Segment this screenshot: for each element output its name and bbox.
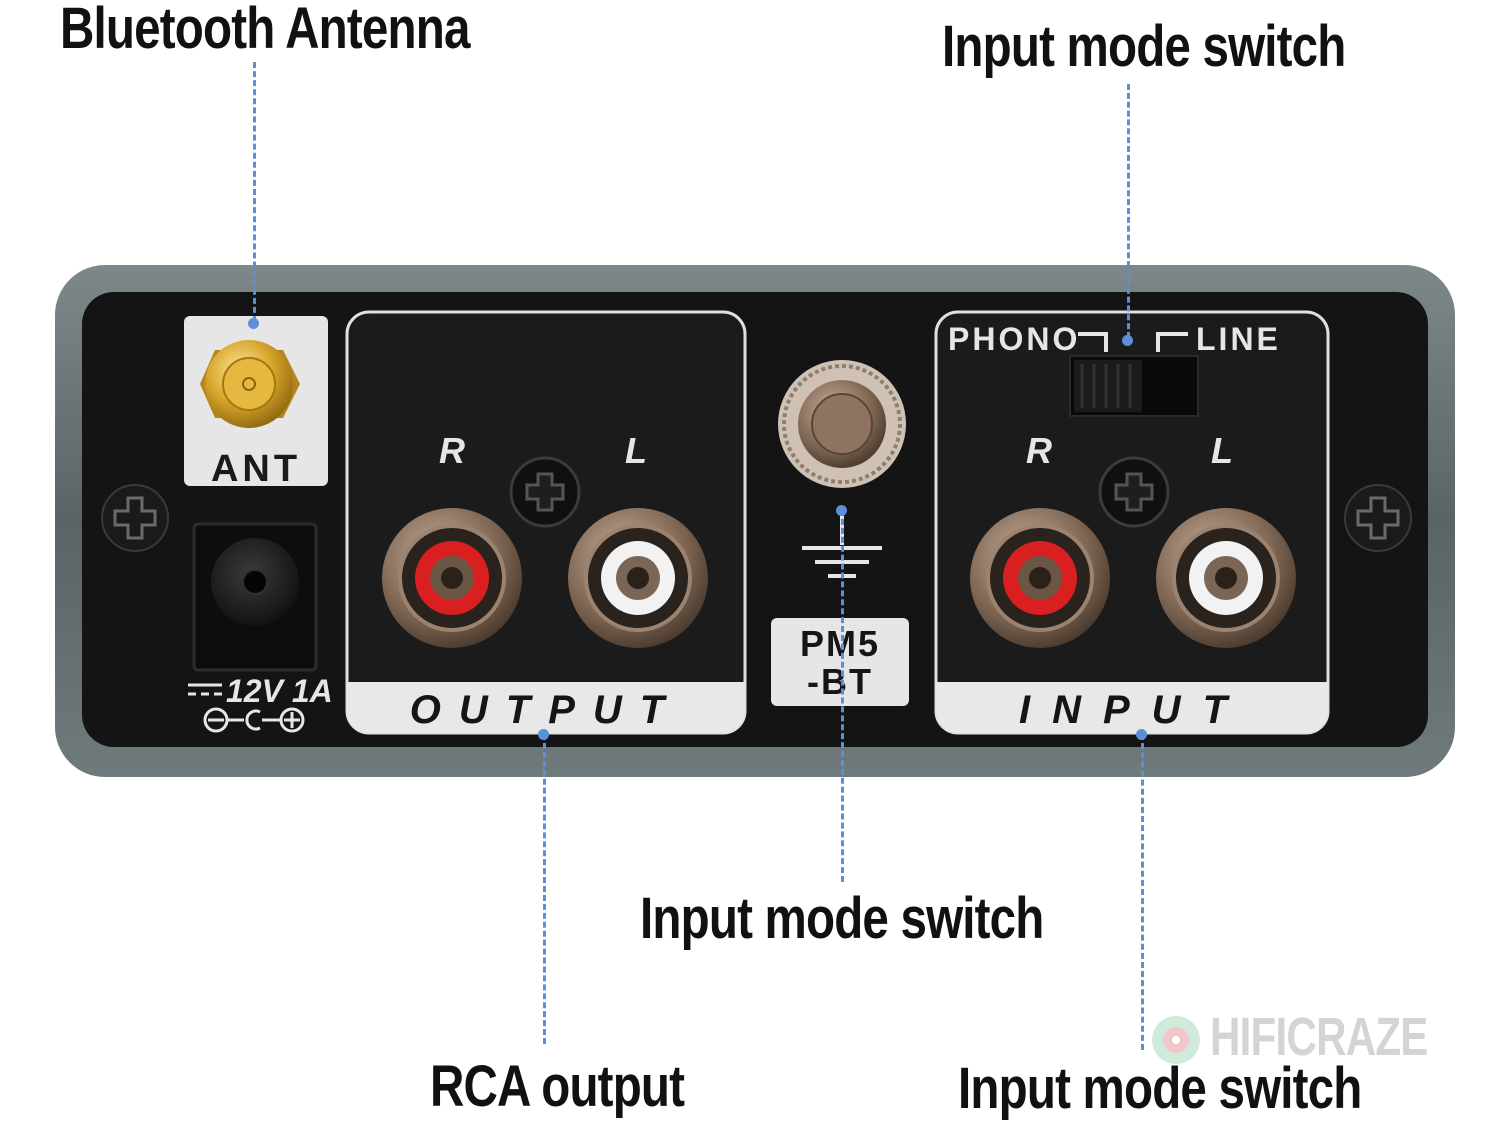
ant-label: ANT [211, 448, 301, 490]
model-badge [771, 618, 909, 706]
watermark-text: HIFICRAZE [1210, 1007, 1428, 1067]
output-label-band [347, 682, 745, 733]
callout-input-mode-switch-bottom: Input mode switch [958, 1056, 1362, 1121]
input-label: INPUT [1019, 688, 1249, 732]
rca-input-right-jack [970, 508, 1110, 648]
screw-icon [1098, 456, 1170, 528]
output-label: OUTPUT [410, 688, 682, 732]
leader-ground [841, 510, 844, 882]
dc-symbol-icon [188, 683, 222, 696]
model-line2: -BT [807, 661, 873, 702]
ground-terminal [778, 360, 906, 488]
callout-input-mode-switch-top: Input mode switch [942, 14, 1346, 79]
leader-dot-bluetooth [248, 318, 259, 329]
output-r-label: R [439, 430, 465, 471]
leader-dot-rca-output [538, 729, 549, 740]
screw-icon [509, 456, 581, 528]
switch-line-label: LINE [1196, 321, 1281, 357]
antenna-connector [200, 340, 300, 428]
leader-bluetooth [253, 62, 256, 322]
leader-switch-top [1127, 84, 1130, 338]
rca-input-left-jack [1156, 508, 1296, 648]
power-label: 12V 1A [226, 673, 333, 709]
dc-polarity-icon [203, 707, 305, 733]
rca-output-left-jack [568, 508, 708, 648]
leader-input [1141, 734, 1144, 1050]
input-l-label: L [1211, 430, 1233, 471]
leader-rca-output [543, 734, 546, 1044]
watermark-logo-icon [1152, 1016, 1200, 1064]
callout-input-mode-switch-middle: Input mode switch [640, 886, 1044, 951]
model-line1: PM5 [800, 623, 880, 664]
input-r-label: R [1026, 430, 1052, 471]
switch-phono-label: PHONO [948, 321, 1080, 357]
leader-dot-switch-top [1122, 335, 1133, 346]
callout-rca-output: RCA output [430, 1054, 685, 1119]
leader-dot-input [1136, 729, 1147, 740]
screw-icon [101, 484, 169, 552]
input-label-band [936, 682, 1328, 733]
screw-icon [1344, 484, 1412, 552]
output-l-label: L [625, 430, 647, 471]
callout-bluetooth-antenna: Bluetooth Antenna [60, 0, 470, 61]
rca-output-right-jack [382, 508, 522, 648]
leader-dot-ground [836, 505, 847, 516]
phono-line-switch [1069, 355, 1199, 417]
